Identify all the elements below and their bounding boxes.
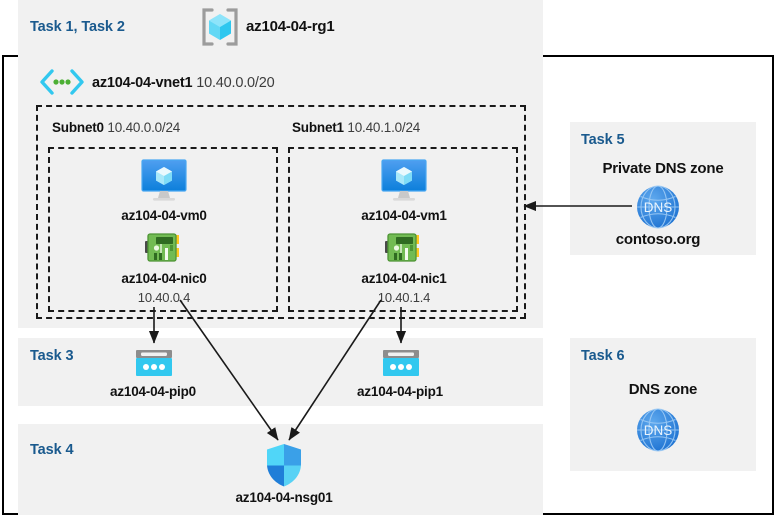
nic0-ip: 10.40.0.4 [137, 290, 191, 305]
subnet1-name: Subnet1 [292, 120, 344, 135]
svg-text:DNS: DNS [644, 200, 673, 215]
resource-group-icon [198, 6, 242, 48]
public-ip-icon [133, 348, 175, 380]
resource-group-header-panel [18, 0, 543, 55]
subnet0-title: Subnet0 10.40.0.0/24 [52, 120, 180, 135]
task-label-4: Task 4 [30, 442, 74, 458]
vnet-panel [18, 55, 543, 328]
virtual-network-icon [38, 68, 86, 96]
public-ip-icon [380, 348, 422, 380]
virtual-machine-icon [376, 158, 432, 202]
subnet0-name: Subnet0 [52, 120, 104, 135]
subnets-container [36, 105, 526, 319]
nic1-name: az104-04-nic1 [361, 271, 447, 286]
network-interface-icon [383, 231, 425, 267]
pip0-name: az104-04-pip0 [110, 384, 196, 399]
network-interface-icon [143, 231, 185, 267]
vnet-name: az104-04-vnet1 [92, 75, 193, 91]
vm1-name: az104-04-vm1 [361, 208, 447, 223]
subnet1-cidr: 10.40.1.0/24 [347, 120, 421, 135]
virtual-machine-icon [136, 158, 192, 202]
dns-zone-icon: DNS [634, 183, 682, 231]
private-dns-heading: Private DNS zone [602, 160, 724, 177]
resource-group-name: az104-04-rg1 [246, 18, 335, 35]
nic1-ip: 10.40.1.4 [377, 290, 431, 305]
pip1-name: az104-04-pip1 [357, 384, 443, 399]
private-dns-name: contoso.org [615, 231, 701, 248]
dns-zone-icon: DNS [634, 406, 682, 454]
vnet-title: az104-04-vnet1 10.40.0.0/20 [92, 75, 275, 91]
vm0-name: az104-04-vm0 [121, 208, 207, 223]
svg-text:DNS: DNS [644, 423, 673, 438]
task-label-5: Task 5 [581, 132, 625, 148]
subnet1-box [288, 147, 518, 312]
nsg-name: az104-04-nsg01 [235, 490, 333, 505]
task-label-3: Task 3 [30, 348, 74, 364]
task-label-6: Task 6 [581, 348, 625, 364]
subnet0-box [48, 147, 278, 312]
task-label-1-2: Task 1, Task 2 [30, 19, 125, 35]
subnet1-title: Subnet1 10.40.1.0/24 [292, 120, 420, 135]
network-security-group-icon [265, 443, 303, 488]
subnet0-cidr: 10.40.0.0/24 [107, 120, 181, 135]
nic0-name: az104-04-nic0 [121, 271, 207, 286]
public-dns-heading: DNS zone [628, 381, 698, 398]
vnet-cidr: 10.40.0.0/20 [196, 75, 275, 91]
public-ip-panel [18, 338, 543, 406]
